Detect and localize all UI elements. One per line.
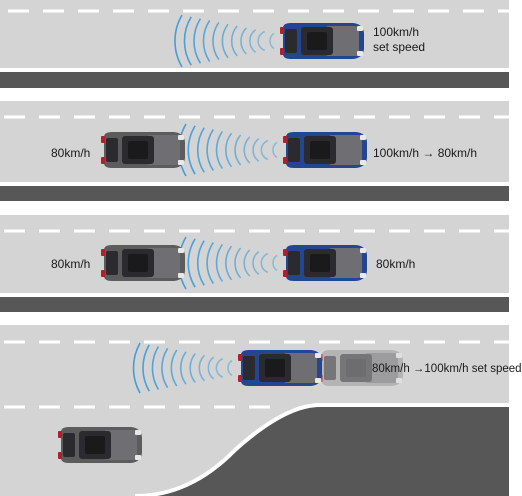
road-shoulder	[0, 72, 509, 88]
radar-arc	[212, 21, 220, 61]
panel-1	[0, 0, 509, 88]
radar-arc	[234, 247, 242, 279]
radar-arc	[183, 16, 192, 66]
panel-3	[0, 215, 509, 312]
radar-arc	[206, 242, 214, 284]
radar-arc	[260, 252, 269, 274]
radar-arc	[249, 29, 257, 53]
road-shoulder	[0, 186, 509, 201]
radar-arc	[269, 32, 275, 50]
radar-arc	[197, 240, 205, 286]
radar-arc	[161, 347, 169, 389]
radar-wave	[174, 14, 275, 68]
lead-car-speed: 80km/h	[51, 146, 91, 160]
diagram-canvas	[0, 0, 509, 496]
radar-arc	[227, 359, 233, 377]
panel-4	[0, 325, 509, 496]
merge-edge-line	[134, 403, 509, 496]
radar-arc	[207, 356, 215, 380]
radar-arc	[225, 245, 233, 281]
radar-arc	[240, 27, 247, 55]
radar-arc	[243, 136, 251, 164]
road-edge-line	[0, 182, 509, 186]
radar-arc	[198, 354, 206, 382]
own-car	[238, 350, 322, 386]
radar-arc	[225, 132, 233, 168]
road-edge-line	[0, 68, 509, 72]
radar-arc	[243, 249, 251, 277]
radar-arc	[179, 351, 187, 385]
radar-arc	[230, 25, 238, 57]
radar-arc	[189, 353, 196, 383]
radar-arc	[215, 243, 224, 283]
radar-arc	[252, 138, 260, 162]
radar-arc	[197, 127, 205, 173]
lead-car	[101, 245, 185, 281]
radar-arc	[202, 20, 211, 62]
radar-wave	[178, 236, 278, 290]
set-speed-value: 100km/h	[373, 25, 420, 39]
radar-arc	[187, 125, 196, 175]
speed-change-label: 80km/h →100km/h set speed	[372, 363, 522, 375]
panel-2	[0, 101, 509, 201]
radar-arc	[151, 346, 160, 390]
radar-arc	[221, 23, 229, 59]
speed-change-label: 100km/h → 80km/h	[373, 146, 478, 160]
radar-arc	[132, 342, 141, 394]
lead-car-speed: 80km/h	[51, 257, 91, 271]
radar-arc	[174, 14, 183, 68]
own-car-speed: 80km/h	[376, 257, 416, 271]
merge-shoulder	[0, 405, 509, 496]
radar-wave	[178, 123, 278, 177]
radar-arc	[215, 130, 224, 170]
radar-arc	[252, 251, 260, 275]
set-speed-note: set speed	[373, 40, 426, 54]
road-surface	[0, 215, 509, 293]
radar-arc	[187, 238, 196, 288]
radar-arc	[142, 344, 150, 392]
lead-car	[101, 132, 185, 168]
own-car	[280, 23, 364, 59]
road-surface	[0, 101, 509, 182]
radar-arc	[215, 358, 224, 378]
radar-wave	[132, 342, 233, 394]
radar-arc	[257, 30, 266, 52]
road-shoulder	[0, 297, 509, 312]
radar-arc	[234, 134, 242, 166]
radar-arc	[272, 254, 278, 272]
radar-arc	[260, 139, 269, 161]
own-car	[283, 245, 367, 281]
road-edge-line	[0, 293, 509, 297]
merging-car	[58, 427, 142, 463]
radar-arc	[206, 129, 214, 171]
radar-arc	[193, 18, 202, 64]
radar-arc	[170, 349, 178, 387]
own-car	[283, 132, 367, 168]
radar-arc	[272, 141, 278, 159]
